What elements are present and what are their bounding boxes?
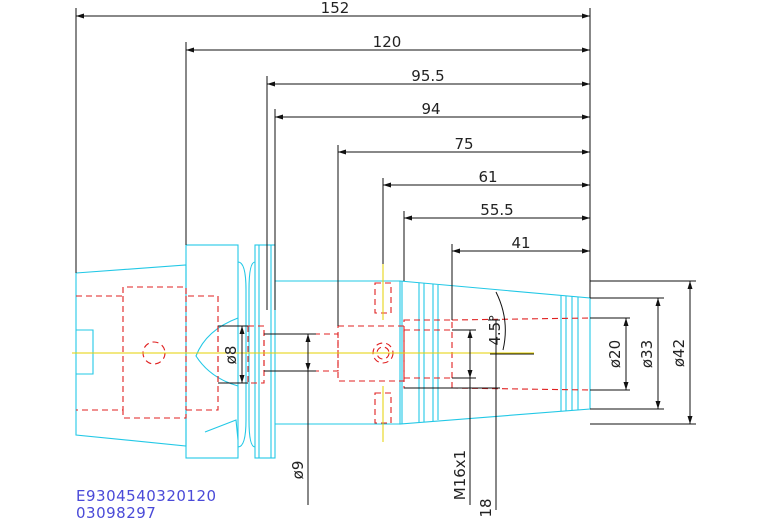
- dim-61: 61: [478, 168, 497, 186]
- dim-55-5: 55.5: [480, 201, 513, 219]
- tool-holder-outline: [75, 244, 591, 459]
- dim-dia-33: ø33: [638, 340, 656, 368]
- dim-75: 75: [454, 135, 473, 153]
- dim-dia-9: ø9: [289, 461, 307, 480]
- dim-dia-20: ø20: [606, 340, 624, 368]
- centerlines: [72, 264, 534, 442]
- dim-18: 18: [477, 498, 495, 517]
- part-number: E9304540320120: [76, 487, 217, 505]
- dim-dia-42: ø42: [670, 339, 688, 367]
- dim-angle-4-5: 4.5°: [486, 314, 504, 345]
- dim-152: 152: [321, 0, 350, 17]
- order-code: 03098297: [76, 504, 157, 522]
- dimension-lines: [75, 8, 696, 510]
- dim-120: 120: [373, 33, 402, 51]
- dim-m16x1: M16x1: [451, 450, 469, 500]
- dimension-labels: 152 120 95.5 94 75 61 55.5 41 ø8 ø9 M16x…: [222, 0, 688, 518]
- dim-95-5: 95.5: [411, 67, 444, 85]
- dim-41: 41: [511, 234, 530, 252]
- dim-94: 94: [421, 100, 440, 118]
- dim-dia-8: ø8: [222, 346, 240, 365]
